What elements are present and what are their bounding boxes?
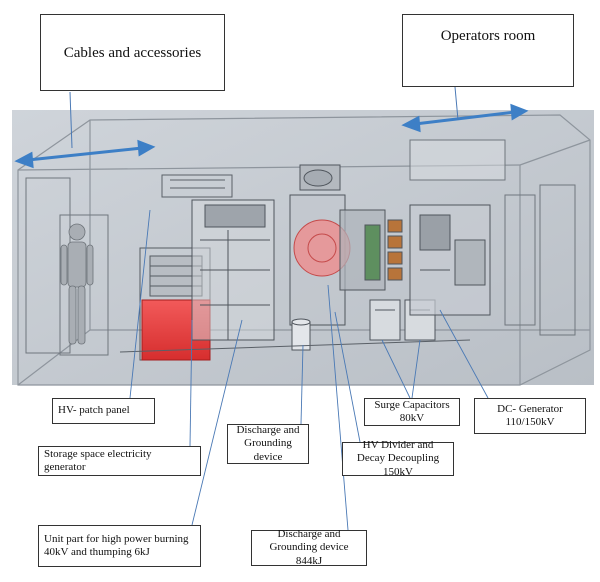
- hv-patch-panel-text: HV- patch panel: [58, 404, 130, 417]
- hv-divider-label: HV Divider and Decay Decoupling 150kV: [342, 439, 454, 478]
- surge-capacitors-label: Surge Capacitors 80kV: [364, 398, 460, 426]
- dc-generator-text: DC- Generator 110/150kV: [497, 402, 563, 428]
- unit-part-label: Unit part for high power burning 40kV an…: [38, 525, 201, 567]
- double-arrow-icon: [14, 139, 156, 169]
- human-figure-icon: [60, 223, 94, 345]
- hv-patch-panel-label: HV- patch panel: [52, 398, 155, 424]
- discharge-grounding-text: Discharge and Grounding device: [236, 424, 300, 463]
- floor-line: [119, 339, 471, 353]
- top-shelf: [161, 174, 233, 198]
- central-cabinet: [191, 199, 275, 341]
- discharge-device: [289, 164, 351, 326]
- cables-accessories-label: Cables and accessories: [40, 14, 225, 91]
- operators-text: Operators room: [440, 28, 536, 44]
- hv-divider-stack: [339, 209, 403, 291]
- hv-divider-text: HV Divider and Decay Decoupling 150kV: [356, 439, 440, 478]
- dc-generator-cabinet: [409, 204, 491, 316]
- dc-generator-label: DC- Generator 110/150kV: [474, 398, 586, 434]
- container-outline: [17, 114, 591, 386]
- discharge-844-text: Discharge and Grounding device 844kJ: [269, 528, 349, 567]
- cables-text: Cables and accessories: [63, 44, 202, 61]
- storage-space-text: Storage space electricity generator: [44, 447, 152, 473]
- unit-part-text: Unit part for high power burning 40kV an…: [44, 532, 189, 558]
- surge-capacitors-text: Surge Capacitors 80kV: [374, 398, 450, 424]
- storage-space-label: Storage space electricity generator: [38, 446, 201, 476]
- leader-lines: [129, 209, 489, 531]
- operators-room: [409, 139, 576, 336]
- top-connectors: [69, 86, 459, 149]
- grounding-cylinder: [291, 318, 311, 351]
- discharge-844-label: Discharge and Grounding device 844kJ: [251, 528, 367, 567]
- double-arrow-icon-right: [401, 103, 529, 133]
- discharge-grounding-label: Discharge and Grounding device: [227, 424, 309, 464]
- operators-room-label: Operators room: [402, 14, 574, 87]
